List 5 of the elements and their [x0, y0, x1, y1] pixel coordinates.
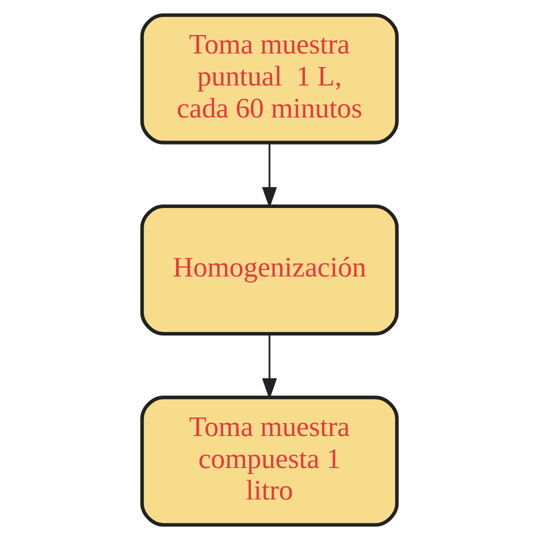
node-box: Toma muestra puntual 1 L, cada 60 minutos: [140, 13, 398, 144]
arrow: [262, 334, 276, 400]
node-box: Homogenización: [140, 204, 398, 336]
node-box: Toma muestra compuesta 1 litro: [140, 396, 398, 527]
arrow: [262, 142, 276, 208]
